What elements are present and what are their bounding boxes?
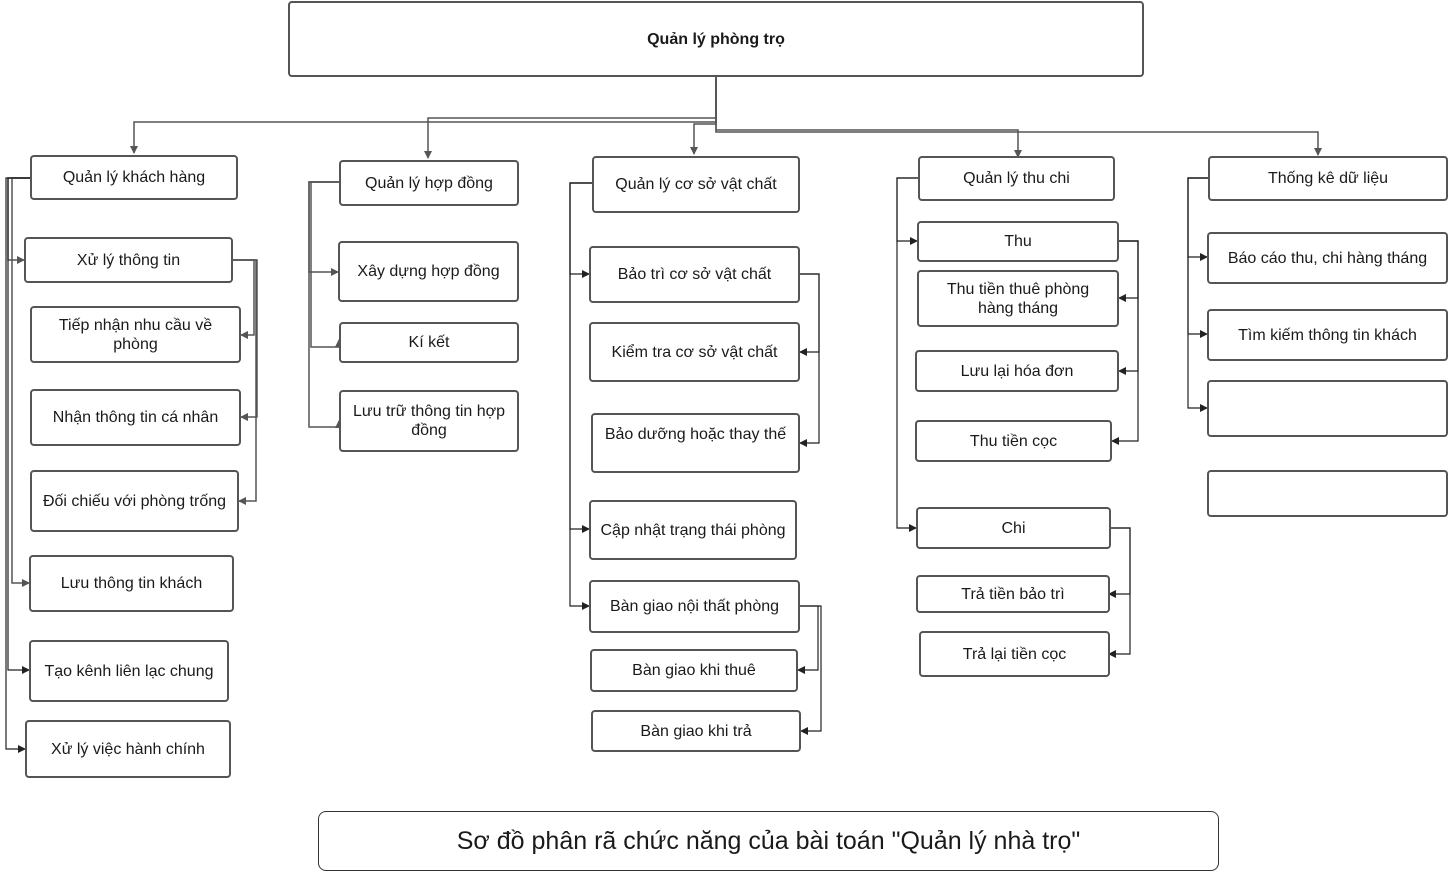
edge-chi-tien-coc	[1108, 527, 1131, 658]
node-cap-nhat-trang-thai: Cập nhật trạng thái phòng	[589, 500, 797, 560]
node-xu-ly-thong-tin: Xử lý thông tin	[24, 237, 233, 283]
edge-bt-kiem-tra	[799, 273, 820, 356]
node-label: Thu	[1004, 233, 1032, 250]
edge-root-khach-hang	[130, 77, 717, 154]
node-quan-ly-thu-chi: Quản lý thu chi	[918, 156, 1115, 201]
node-label: Quản lý khách hàng	[62, 169, 206, 186]
edge-hd-ki-ket	[310, 181, 343, 348]
edge-xl-doi-chieu	[233, 259, 257, 505]
edge-thu-tien-coc	[1111, 240, 1139, 445]
node-label: Chi	[1001, 519, 1026, 537]
node-thu-tien-thue-phong: Thu tiền thuê phòng hàng tháng	[917, 270, 1119, 327]
edge-tk-blank	[1187, 177, 1208, 412]
diagram-caption: Sơ đồ phân rã chức năng của bài toán "Qu…	[318, 811, 1219, 871]
node-tao-kenh-lien-lac: Tạo kênh liên lạc chung	[29, 640, 229, 702]
node-blank-1	[1207, 380, 1448, 437]
edge-tc-chi	[896, 177, 918, 532]
node-label: Xây dựng hợp đồng	[357, 263, 500, 280]
edge-bg-khi-thue	[797, 605, 819, 674]
node-blank-2	[1207, 470, 1448, 517]
node-label: Quản lý thu chi	[963, 170, 1070, 187]
node-label: Bảo dưỡng hoặc thay thế	[604, 426, 787, 443]
node-label: Quản lý cơ sở vật chất	[615, 176, 777, 193]
edge-tk-tim-kiem	[1187, 177, 1208, 338]
node-thu: Thu	[917, 221, 1119, 262]
node-label: Tiếp nhận nhu cầu về phòng	[58, 316, 213, 353]
edge-root-hop-dong	[424, 77, 717, 159]
node-label: Tạo kênh liên lạc chung	[44, 662, 214, 680]
node-luu-lai-hoa-don: Lưu lại hóa đơn	[915, 350, 1119, 392]
node-label: Tìm kiếm thông tin khách	[1238, 326, 1417, 344]
edge-thu-hoa-don	[1118, 240, 1139, 375]
node-bao-cao-thu-chi: Báo cáo thu, chi hàng tháng	[1207, 232, 1448, 284]
node-xu-ly-hanh-chinh: Xử lý việc hành chính	[25, 720, 231, 778]
node-kiem-tra-csvc: Kiểm tra cơ sở vật chất	[589, 322, 800, 382]
node-label: Trả lại tiền cọc	[962, 645, 1067, 663]
edge-kh-hanh-chinh	[5, 177, 30, 753]
node-ban-giao-khi-tra: Bàn giao khi trả	[591, 710, 801, 752]
root-label: Quản lý phòng trọ	[647, 30, 785, 48]
root-node: Quản lý phòng trọ	[288, 1, 1144, 77]
edge-hd-luu-tru	[308, 181, 343, 428]
node-label: Xử lý việc hành chính	[51, 740, 205, 758]
node-label: Bàn giao khi trả	[640, 722, 752, 740]
edge-chi-bao-tri	[1108, 527, 1131, 598]
node-label: Kiểm tra cơ sở vật chất	[611, 343, 778, 361]
node-label: Trả tiền bảo trì	[961, 585, 1065, 603]
node-label: Lưu trữ thông tin hợp đồng	[353, 403, 505, 439]
node-tra-tien-bao-tri: Trả tiền bảo trì	[916, 575, 1110, 613]
edge-tk-bao-cao	[1187, 177, 1208, 261]
edge-thu-thue-phong	[1118, 240, 1139, 302]
node-label: Bảo trì cơ sở vật chất	[617, 266, 772, 283]
edge-bt-bao-duong	[799, 273, 820, 447]
edge-bg-khi-tra	[799, 605, 822, 735]
node-thu-tien-coc: Thu tiền cọc	[915, 420, 1112, 462]
node-chi: Chi	[916, 507, 1111, 549]
node-label: Xử lý thông tin	[76, 251, 181, 269]
node-xay-dung-hop-dong: Xây dựng hợp đồng	[338, 241, 519, 302]
node-label: Bàn giao khi thuê	[632, 662, 756, 679]
node-ki-ket: Kí kết	[339, 322, 519, 363]
node-label: Thu tiền thuê phòng hàng tháng	[946, 280, 1090, 317]
node-tra-lai-tien-coc: Trả lại tiền cọc	[919, 631, 1110, 677]
edge-root-co-so-vat-chat	[690, 77, 717, 155]
node-tim-kiem-thong-tin-khach: Tìm kiếm thông tin khách	[1207, 309, 1448, 361]
node-bao-tri-csvc: Bảo trì cơ sở vật chất	[589, 246, 800, 303]
node-bao-duong-thay-the: Bảo dưỡng hoặc thay thế	[591, 413, 800, 473]
node-label: Cập nhật trạng thái phòng	[600, 521, 786, 539]
node-label: Thu tiền cọc	[969, 432, 1058, 450]
node-quan-ly-hop-dong: Quản lý hợp đồng	[339, 160, 519, 206]
node-thong-ke-du-lieu: Thống kê dữ liệu	[1208, 156, 1448, 201]
node-label: Báo cáo thu, chi hàng tháng	[1227, 249, 1428, 267]
node-luu-thong-tin-khach: Lưu thông tin khách	[29, 555, 234, 612]
node-tiep-nhan-nhu-cau: Tiếp nhận nhu cầu về phòng	[30, 306, 241, 363]
node-doi-chieu-phong-trong: Đối chiếu với phòng trống	[30, 470, 239, 532]
node-luu-tru-hop-dong: Lưu trữ thông tin hợp đồng	[339, 390, 519, 452]
node-label: Quản lý hợp đồng	[365, 174, 493, 192]
edge-root-thong-ke	[715, 77, 1322, 156]
node-label: Nhận thông tin cá nhân	[52, 409, 219, 426]
edge-hd-xay-dung	[308, 181, 339, 276]
node-label: Lưu thông tin khách	[60, 575, 203, 592]
edge-csvc-ban-giao	[569, 182, 592, 610]
node-quan-ly-co-so-vat-chat: Quản lý cơ sở vật chất	[592, 156, 800, 213]
node-label: Kí kết	[408, 334, 450, 351]
node-label: Bàn giao nội thất phòng	[609, 598, 780, 615]
caption-text: Sơ đồ phân rã chức năng của bài toán "Qu…	[456, 826, 1081, 855]
node-quan-ly-khach-hang: Quản lý khách hàng	[30, 155, 238, 200]
node-ban-giao-khi-thue: Bàn giao khi thuê	[590, 649, 798, 692]
node-ban-giao-noi-that: Bàn giao nội thất phòng	[589, 580, 800, 633]
node-label: Lưu lại hóa đơn	[960, 362, 1074, 380]
node-nhan-thong-tin-ca-nhan: Nhận thông tin cá nhân	[30, 389, 241, 446]
node-label: Đối chiếu với phòng trống	[42, 492, 227, 510]
edge-tc-thu	[896, 177, 918, 245]
edge-root-thu-chi	[715, 77, 1022, 158]
node-label: Thống kê dữ liệu	[1267, 170, 1389, 187]
